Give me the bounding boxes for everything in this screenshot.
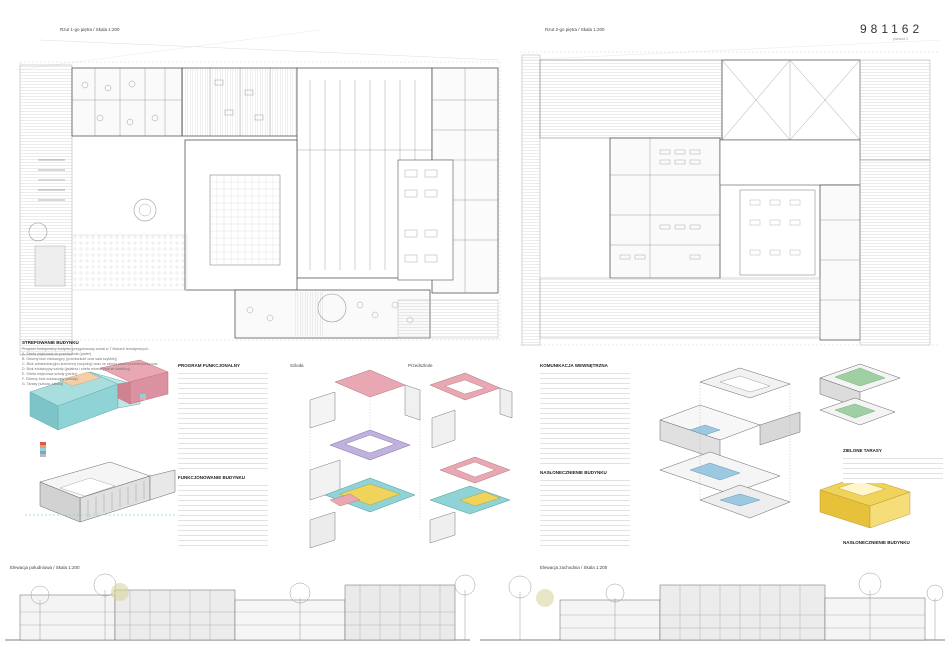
entry-code-sub: plansza 3 bbox=[893, 37, 908, 41]
legend-swatch-grey bbox=[40, 454, 46, 457]
communication-text-block bbox=[540, 370, 630, 465]
zoning-item: F. Główny blok edukacyjny (szkoły) bbox=[22, 377, 78, 381]
communication-diagram bbox=[659, 367, 801, 519]
school-column-title: Szkoła bbox=[290, 363, 304, 368]
zoning-item: B. Główny blok edukacyjny (przedszkole o… bbox=[22, 357, 117, 361]
exploded-axo-school bbox=[309, 369, 421, 549]
zoning-item: Program funkcjonalny budynku przygotowan… bbox=[22, 347, 149, 351]
zoning-item: A. Strefa wejściowa do przedszkola (part… bbox=[22, 352, 92, 356]
legend-swatch-red bbox=[40, 442, 46, 445]
zoning-item: G. Tarasy (szkoła, szkoła) bbox=[22, 382, 64, 386]
functional-text-block bbox=[178, 482, 268, 550]
elevation-south-title: Elewacja południowa / Skala 1:200 bbox=[10, 565, 80, 570]
exploded-axo-preschool bbox=[429, 372, 513, 544]
elevation-south bbox=[5, 573, 476, 641]
legend-swatch-pink bbox=[140, 397, 146, 400]
floor-plan-right bbox=[519, 39, 941, 346]
green-roofs-text-block bbox=[843, 455, 943, 483]
preschool-column-title: Przedszkole bbox=[408, 363, 433, 368]
terraces-diagram bbox=[819, 363, 901, 426]
sunlight-heading: NASŁONECZNIENIE BUDYNKU bbox=[540, 470, 607, 475]
communication-heading: KOMUNIKACJA WEWNĘTRZNA bbox=[540, 363, 608, 368]
floor-plan-left bbox=[14, 29, 501, 356]
green-roofs-heading: ZIELONE TARASY bbox=[843, 448, 882, 453]
program-text-block bbox=[178, 370, 268, 470]
zoning-diagram bbox=[29, 359, 169, 431]
access-legend bbox=[40, 442, 46, 457]
functional-heading: FUNKCJONOWANIE BUDYNKU bbox=[178, 475, 246, 480]
elevation-west bbox=[480, 572, 945, 641]
plan-left-title: Rzut 1-go piętra / Skala 1:200 bbox=[60, 27, 120, 32]
legend-swatch-cyan bbox=[40, 448, 46, 451]
zoning-item: E. Strefa wejściowa szkoły (parter) bbox=[22, 372, 78, 376]
building-axonometric-left bbox=[25, 461, 176, 523]
legend-swatch-orange bbox=[40, 445, 46, 448]
program-heading: PROGRAM FUNKCJONALNY bbox=[178, 363, 241, 368]
sunlight-text-block bbox=[540, 477, 630, 549]
legend-swatch-cyan bbox=[140, 394, 146, 397]
legend-swatch-blue bbox=[40, 451, 46, 454]
entry-code: 981162 bbox=[860, 22, 924, 36]
zoning-legend bbox=[140, 394, 146, 400]
zoning-heading: STREFOWANIE BUDYNKU bbox=[22, 340, 79, 345]
zoning-item: D. Blok edukacyjny szkoły (jadalnia i st… bbox=[22, 367, 131, 371]
zoning-item: C. Blok administracyjno-kuchenny (wspóln… bbox=[22, 362, 158, 366]
elevation-west-title: Elewacja zachodnia / Skala 1:200 bbox=[540, 565, 608, 570]
sunlight-diagram bbox=[819, 475, 911, 529]
sunlight2-heading: NASŁONECZNIENIE BUDYNKU bbox=[843, 540, 910, 545]
plan-right-title: Rzut 2-go piętra / Skala 1:200 bbox=[545, 27, 605, 32]
zoning-list: Program funkcjonalny budynku przygotowan… bbox=[22, 347, 182, 387]
